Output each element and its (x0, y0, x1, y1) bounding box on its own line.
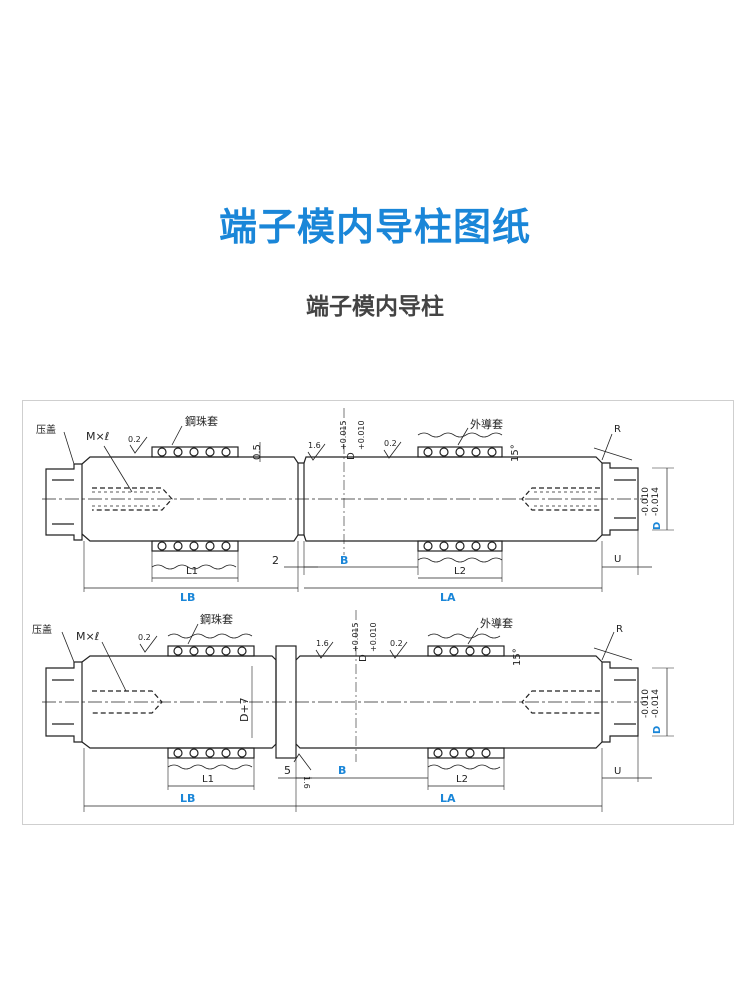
d1-d-label: D (652, 522, 663, 530)
d1-thread-label: M×ℓ (86, 430, 109, 443)
d2-d-label: D (652, 726, 663, 734)
d1-tol-minus: +0.010 (357, 420, 366, 450)
d1-outer-sleeve-label: 外導套 (470, 417, 503, 431)
d1-roughness-c: 0.2 (384, 439, 397, 448)
page-subtitle: 端子模内导柱 (306, 294, 444, 320)
d1-la: LA (440, 591, 456, 604)
ball-sleeve-bottom (151, 540, 239, 552)
d1-angle: 15° (510, 444, 521, 462)
press-cover-left (45, 463, 83, 541)
d1-l1: L1 (186, 566, 198, 577)
d1-r-label: R (614, 424, 621, 435)
d1-ball-sleeve-label: 鋼珠套 (185, 414, 218, 428)
d1-d-tol2: -0.014 (651, 487, 661, 516)
d2-r-label: R (616, 624, 623, 635)
d2-d-tol2: -0.014 (651, 689, 661, 718)
d1-l2: L2 (454, 566, 466, 577)
d1-roughness-b: 1.6 (308, 441, 321, 450)
tapped-hole-right (521, 487, 600, 511)
d2-roughness-b: 1.6 (316, 639, 329, 648)
outer-sleeve-bottom (427, 747, 505, 759)
d1-press-cover-label: 压盖 (36, 423, 56, 436)
d2-flange-label: D+7 (238, 697, 251, 722)
d2-press-cover-label: 压盖 (32, 623, 52, 636)
d2-outer-sleeve-label: 外導套 (480, 616, 513, 630)
ball-sleeve-top (151, 446, 239, 458)
d1-d-tol1: -0.010 (641, 487, 651, 516)
d2-l1: L1 (202, 774, 214, 785)
d2-la: LA (440, 792, 456, 805)
ball-sleeve-bottom (167, 747, 255, 759)
d1-tol-d: D (346, 452, 357, 460)
d2-ball-sleeve-label: 鋼珠套 (200, 612, 233, 626)
tapped-hole-left (92, 487, 173, 511)
d2-gap: 5 (284, 764, 291, 777)
d2-l2: L2 (456, 774, 468, 785)
d2-b: B (338, 764, 346, 777)
page-title: 端子模内导柱图纸 (218, 205, 531, 249)
d1-lb: LB (180, 591, 195, 604)
d1-dim-05: 0.5 (252, 444, 263, 460)
d2-tol-plus: +0.015 (351, 622, 360, 652)
d2-tol-d: D (358, 654, 369, 662)
d2-d-tol1: -0.010 (641, 689, 651, 718)
d2-lb: LB (180, 792, 195, 805)
tapped-hole-right (521, 690, 600, 714)
d2-tol-minus: +0.010 (369, 622, 378, 652)
d1-b: B (340, 554, 348, 567)
drawing-frame (22, 400, 734, 825)
d2-thread-label: M×ℓ (76, 630, 99, 643)
drawing-1 (42, 408, 674, 592)
press-cover-right (602, 661, 639, 743)
ball-sleeve-top (167, 645, 255, 657)
d2-roughness-a: 0.2 (138, 633, 151, 642)
d1-gap: 2 (272, 554, 279, 567)
guide-pillar-drawing: 压盖 M×ℓ 0.2 鋼珠套 0.5 1.6 D +0.015 +0.010 0… (22, 400, 734, 825)
drawing-2 (42, 610, 674, 812)
d1-tol-plus: +0.015 (339, 420, 348, 450)
d1-u: U (614, 554, 621, 565)
outer-sleeve-bottom (417, 540, 503, 552)
outer-sleeve-top (427, 645, 505, 657)
d2-roughness-d: 1.6 (302, 776, 311, 789)
tapped-hole-left (92, 690, 163, 714)
d1-roughness-a: 0.2 (128, 435, 141, 444)
press-cover-right (602, 462, 639, 536)
d2-roughness-c: 0.2 (390, 639, 403, 648)
d2-angle: 15° (512, 648, 523, 666)
outer-sleeve-top (417, 446, 503, 458)
d2-u: U (614, 766, 621, 777)
